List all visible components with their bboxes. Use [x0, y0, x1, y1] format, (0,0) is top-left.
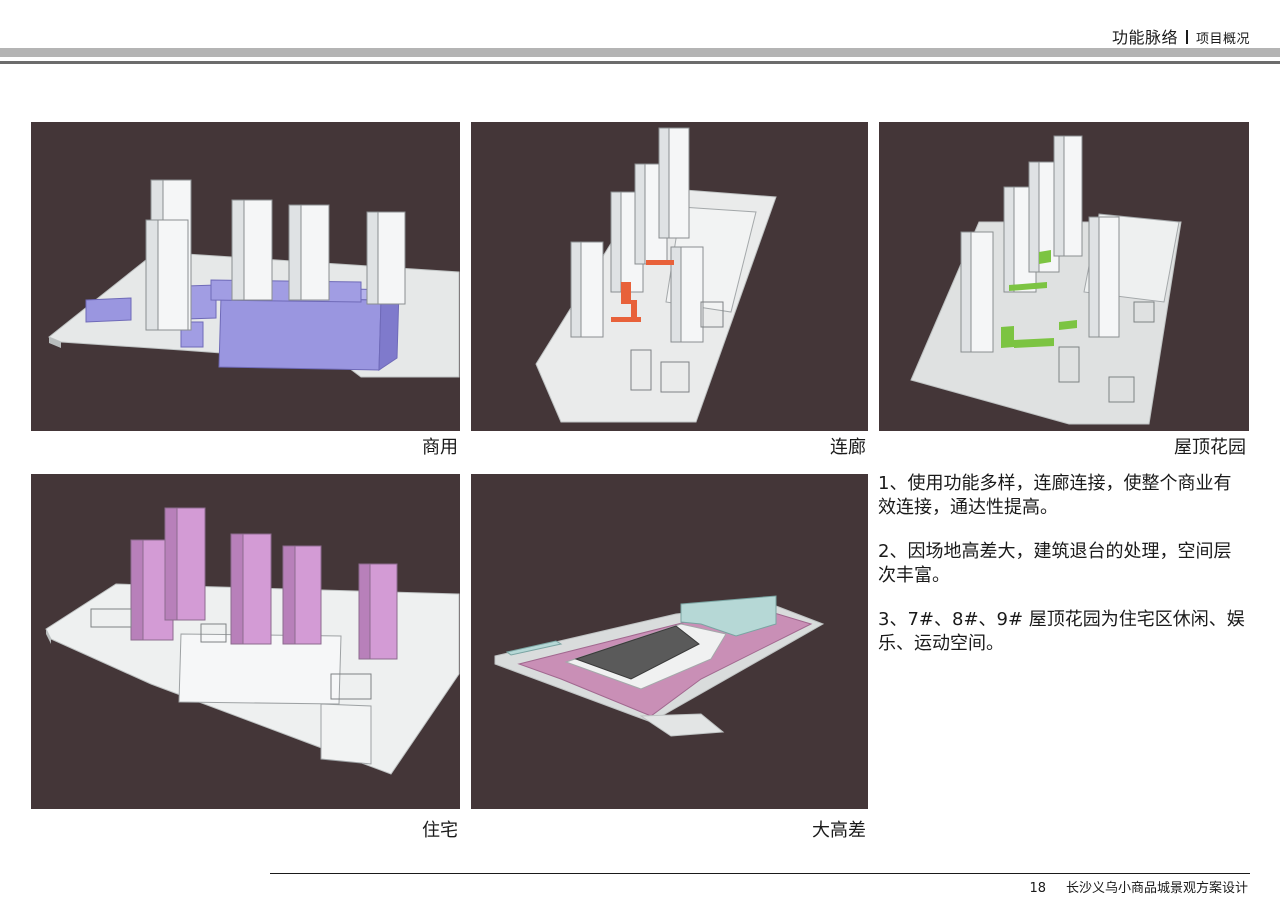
note-3: 3、7#、8#、9# 屋顶花园为住宅区休闲、娱乐、运动空间。: [878, 609, 1245, 654]
header-band-dark: [0, 61, 1280, 64]
commercial-caption: 商用: [422, 437, 458, 458]
elevation-massing-model: [494, 595, 825, 737]
section-subtitle: 项目概况: [1195, 32, 1250, 47]
project-title: 长沙义乌小商品城景观方案设计: [1065, 881, 1248, 896]
note-1: 1、使用功能多样，连廊连接，使整个商业有效连接，通达性提高。: [878, 473, 1232, 518]
page-footer: 18 长沙义乌小商品城景观方案设计: [1029, 877, 1248, 896]
corridor-diagram: [471, 122, 868, 431]
commercial-massing-model: [48, 179, 460, 378]
section-title: 功能脉络: [1111, 28, 1178, 47]
residential-caption: 住宅: [422, 820, 458, 841]
description-notes: 1、使用功能多样，连廊连接，使整个商业有效连接，通达性提高。 2、因场地高差大，…: [878, 472, 1248, 676]
section-header: 功能脉络 项目概况: [1112, 24, 1250, 48]
commercial-diagram: [31, 122, 460, 431]
roof-garden-caption: 屋顶花园: [1174, 437, 1246, 458]
note-2: 2、因场地高差大，建筑退台的处理，空间层次丰富。: [878, 541, 1232, 586]
header-band-light: [0, 48, 1280, 57]
residential-diagram: [31, 474, 460, 809]
elevation-caption: 大高差: [812, 820, 866, 841]
roof-garden-diagram: [879, 122, 1249, 431]
elevation-diagram: [471, 474, 868, 809]
roof-garden-massing-model: [910, 135, 1182, 425]
header-divider: [1185, 30, 1188, 44]
footer-rule: [270, 873, 1250, 874]
corridor-massing-model: [535, 127, 777, 423]
residential-massing-model: [45, 507, 460, 775]
page-number: 18: [1029, 881, 1046, 896]
corridor-caption: 连廊: [830, 437, 866, 458]
